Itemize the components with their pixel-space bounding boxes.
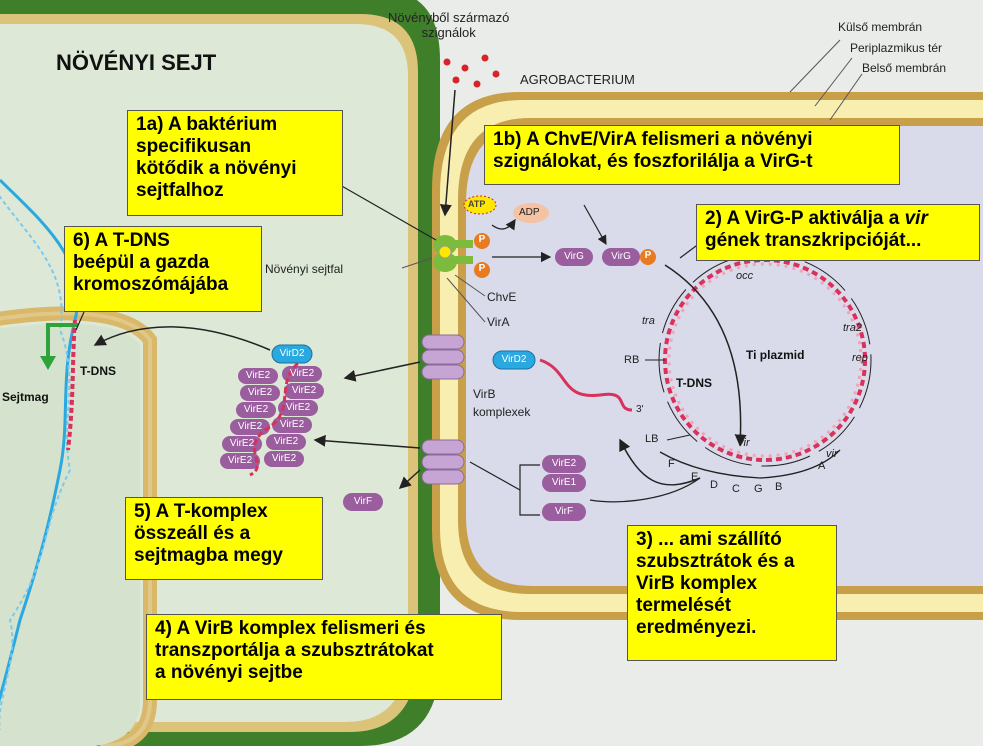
step-2-text-b: gének transzkripcióját... [705, 230, 922, 251]
step-5-box: 5) A T-komplex összeáll és a sejtmagba m… [125, 497, 323, 580]
t-complex [220, 366, 324, 469]
occ-label: occ [736, 270, 754, 282]
t-complex-vire2-label: VirE2 [273, 436, 299, 447]
vira-label: VirA [487, 315, 510, 329]
step-4-box: 4) A VirB komplex felismeri és transzpor… [146, 614, 502, 700]
plant-signal-molecules [443, 54, 500, 88]
tra-label: tra [642, 315, 655, 327]
vir-label-1: vir [738, 437, 750, 449]
t-complex-vire2-label: VirE2 [247, 387, 273, 398]
virb-channel-upper [421, 334, 465, 380]
virb-complexes-label: VirB komplexek [473, 387, 531, 419]
vir-gene-f: F [668, 458, 675, 470]
phospho-label-1: P [478, 234, 486, 245]
vird2-plant-label: VirD2 [279, 348, 305, 359]
step-1a-box: 1a) A baktérium specifikusan kötődik a n… [127, 110, 343, 216]
periplasmic-space-label: Periplazmikus tér [850, 41, 943, 55]
virf-bacterium-label: VirF [554, 506, 574, 517]
vird2-plant [271, 344, 313, 364]
t-complex-vire2-label: VirE2 [291, 385, 317, 396]
vir-gene-g: G [754, 483, 763, 495]
lb-label: LB [645, 433, 659, 445]
nucleus-interior [0, 323, 140, 746]
t-complex-vire2-label: VirE2 [237, 421, 263, 432]
t-complex-vire2-label: VirE2 [245, 370, 271, 381]
outer-membrane-label: Külső membrán [838, 20, 923, 34]
virg-p-protein [602, 248, 640, 266]
vir-gene-b: B [775, 481, 783, 493]
virg-protein [555, 248, 593, 266]
vird2-bacterium [492, 350, 536, 370]
t-complex-vire2-label: VirE2 [229, 438, 255, 449]
t-complex-vire2-label: VirE2 [279, 419, 305, 430]
integrated-t-dna [66, 319, 77, 451]
vir-gene-c: C [732, 483, 740, 495]
chve-label: ChvE [487, 290, 517, 304]
host-chromosome-strand-b [0, 195, 72, 730]
virg-p-label: VirG [611, 251, 631, 262]
rep-label: rep [852, 352, 868, 364]
vire1-bacterium [542, 474, 586, 492]
phospho-label-2: P [478, 263, 486, 274]
virf-plant-label: VirF [353, 496, 373, 507]
plant-cell-wall-label: Növényi sejtfal [265, 262, 344, 276]
step-1b-box: 1b) A ChvE/VirA felismeri a növényi szig… [484, 125, 900, 185]
vir-label-2: vir [826, 448, 838, 460]
step-2-text-a: 2) A VirG-P aktiválja a [705, 208, 905, 229]
inner-membrane-label: Belső membrán [862, 61, 947, 75]
phospho-group-2 [474, 262, 490, 278]
atp-molecule [463, 195, 497, 215]
atp-label: ATP [468, 199, 486, 209]
agrobacterium-label: AGROBACTERIUM [520, 72, 635, 87]
vir-gene-region [659, 449, 841, 479]
plant-signals-label: Növényből származó szignálok [388, 10, 510, 40]
integration-arrow [46, 323, 78, 360]
vir-gene-d: D [710, 479, 718, 491]
nucleus-label: Sejtmag [2, 390, 49, 404]
virg-phospho [640, 249, 656, 265]
tra2-label: tra2 [843, 322, 862, 334]
t-complex-vire2-label: VirE2 [243, 404, 269, 415]
chve-vira-receptor [433, 235, 473, 272]
t-dna-chrom-label: T-DNS [80, 364, 116, 378]
virg-label: VirG [564, 251, 584, 262]
t-dna-plasmid-label: T-DNS [676, 376, 712, 390]
vir-gene-e: E [691, 471, 699, 483]
step-6-box: 6) A T-DNS beépül a gazda kromoszómájába [64, 226, 262, 312]
vir-gene-a: A [818, 460, 826, 472]
step-2-box: 2) A VirG-P aktiválja a vir gének transz… [696, 204, 980, 261]
phospho-group-1 [474, 233, 490, 249]
t-complex-vire2-label: VirE2 [289, 368, 315, 379]
three-prime-label: 3' [636, 404, 644, 415]
t-complex-vire2-label: VirE2 [285, 402, 311, 413]
adp-label: ADP [519, 207, 540, 218]
step-2-vir: vir [904, 208, 928, 229]
vire1-bacterium-label: VirE1 [551, 477, 577, 488]
rb-label: RB [624, 354, 640, 366]
virf-plant [343, 493, 383, 511]
adp-molecule [513, 203, 549, 223]
virb-channel-lower [421, 439, 465, 485]
phospho-label-3: P [644, 250, 652, 261]
vire2-bacterium [542, 455, 586, 473]
vire2-bacterium-label: VirE2 [551, 458, 577, 469]
t-complex-vire2-label: VirE2 [271, 453, 297, 464]
step-3-box: 3) ... ami szállító szubsztrátok és a Vi… [627, 525, 837, 661]
plant-cell-title: NÖVÉNYI SEJT [56, 50, 217, 75]
t-complex-vire2-label: VirE2 [227, 455, 253, 466]
vird2-bacterium-label: VirD2 [501, 354, 527, 365]
ti-plasmid-label: Ti plazmid [746, 348, 805, 362]
t-strand [539, 358, 633, 412]
virf-bacterium [542, 503, 586, 521]
